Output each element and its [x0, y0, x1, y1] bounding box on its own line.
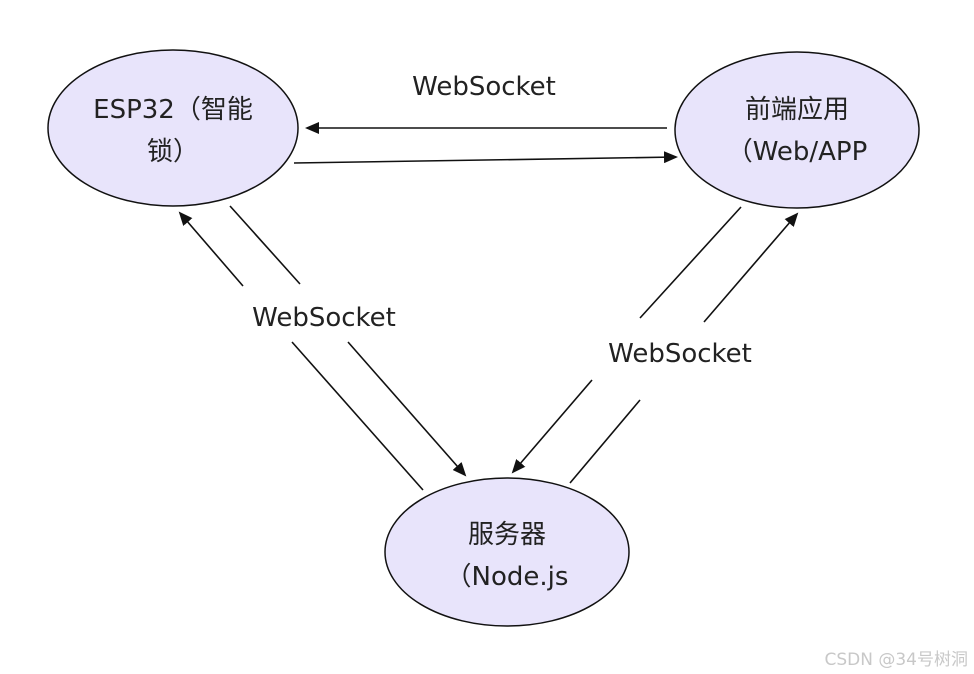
arrow-server-to-frontend-upper: [703, 212, 799, 323]
node-server: 服务器 （Node.js: [384, 477, 630, 627]
node-esp32-line1: ESP32（智能: [93, 95, 253, 125]
node-server-line1: 服务器: [468, 520, 546, 550]
node-esp32: ESP32（智能 锁）: [47, 49, 299, 207]
arrow-server-to-esp32-upper: [178, 211, 244, 287]
node-frontend-line2: （Web/APP: [727, 137, 868, 167]
node-esp32-line2: 锁）: [147, 137, 199, 167]
watermark: CSDN @34号树洞: [824, 650, 968, 670]
line-esp32-to-server-upper: [229, 205, 301, 285]
node-server-line2: （Node.js: [446, 562, 569, 592]
edge-label-right: WebSocket: [608, 339, 752, 369]
line-server-to-frontend-lower: [569, 399, 641, 484]
arrow-esp32-to-server-lower: [347, 341, 467, 477]
arrow-esp32-to-frontend: [293, 151, 678, 164]
arrow-frontend-to-server-lower: [511, 379, 593, 474]
node-frontend: 前端应用 （Web/APP: [674, 51, 920, 209]
line-server-to-esp32-lower: [291, 341, 424, 491]
line-frontend-to-server-upper: [639, 206, 742, 319]
edge-label-top: WebSocket: [412, 72, 556, 102]
node-frontend-line1: 前端应用: [745, 95, 849, 125]
edge-label-left: WebSocket: [252, 303, 396, 333]
